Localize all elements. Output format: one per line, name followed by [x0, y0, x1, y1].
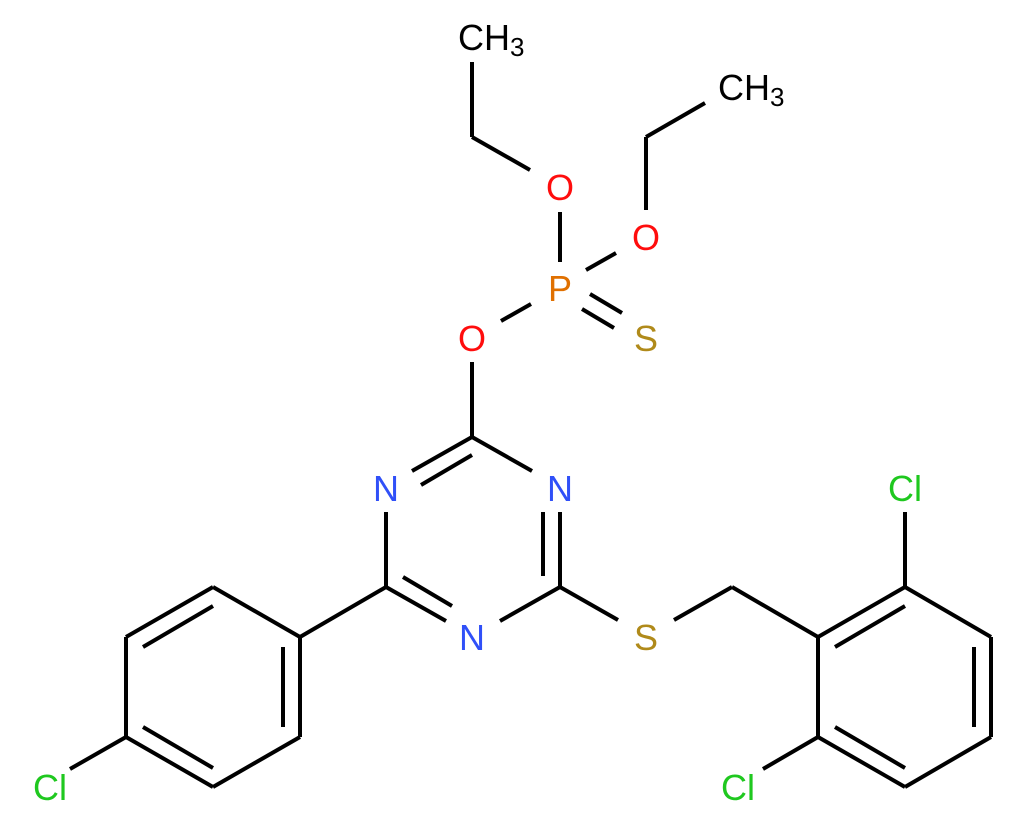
bond-triazine-phenyl [298, 585, 388, 639]
bond-ch3-ch2-right [645, 101, 706, 139]
bond-ch2-aryl [730, 585, 820, 639]
bond-p-s-double-1 [588, 292, 624, 315]
oxygen-aryl: O [458, 318, 486, 359]
nitrogen-right: N [547, 468, 573, 509]
ring1-bond-4-inner [141, 725, 215, 770]
bond-aryl-cl-bottom [761, 735, 820, 771]
sulfur-thioether: S [634, 617, 658, 658]
ring2-bond-1-inner [833, 604, 907, 649]
ring2-bond-5-inner [833, 725, 907, 770]
bond-o-p-right [585, 251, 617, 272]
bonds [69, 62, 993, 789]
ring1-bond-2-inner [141, 604, 215, 649]
ring1-bond-5 [212, 735, 301, 789]
oxygen-ester-right: O [632, 217, 660, 258]
bond-p-o-aryl [500, 302, 532, 323]
nitrogen-bottom: N [459, 617, 485, 658]
phosphorus-atom: P [548, 268, 572, 309]
bond-s-ch2 [673, 585, 733, 622]
bond-c-n-left [411, 435, 473, 473]
bond-c-n-bottom-left [385, 585, 447, 623]
ring2-bond-1 [817, 585, 906, 639]
bond-phenyl-cl [69, 735, 127, 771]
ring2-bond-5 [817, 735, 906, 789]
bond-c-n-bottom-right [499, 585, 561, 623]
bond-ch2-o-left [471, 135, 531, 172]
ring2-bond-2 [903, 585, 993, 639]
ch3-right-label: CH3 [718, 67, 784, 112]
ring2-bond-4 [903, 735, 993, 789]
bond-p-s-double-2 [580, 307, 616, 330]
ring1-bond-1 [212, 585, 301, 639]
nitrogen-left: N [373, 468, 399, 509]
sulfur-thiono: S [634, 318, 658, 359]
bond-c-n-left-inner [419, 453, 474, 487]
bond-c-s-thioether [559, 585, 619, 622]
ring1-bond-4 [125, 735, 214, 789]
atom-labels: CH3 CH3 O O P S O N N N S Cl Cl Cl [33, 17, 922, 808]
ring1-bond-2 [125, 585, 214, 639]
bond-c-n-bottom-left-inner [401, 575, 454, 608]
oxygen-ester-left: O [546, 167, 574, 208]
bond-c-n-right [471, 435, 533, 473]
chlorine-top: Cl [888, 468, 922, 509]
ch3-left-label: CH3 [458, 17, 524, 62]
chlorine-left: Cl [33, 767, 67, 808]
chlorine-bottom: Cl [721, 767, 755, 808]
